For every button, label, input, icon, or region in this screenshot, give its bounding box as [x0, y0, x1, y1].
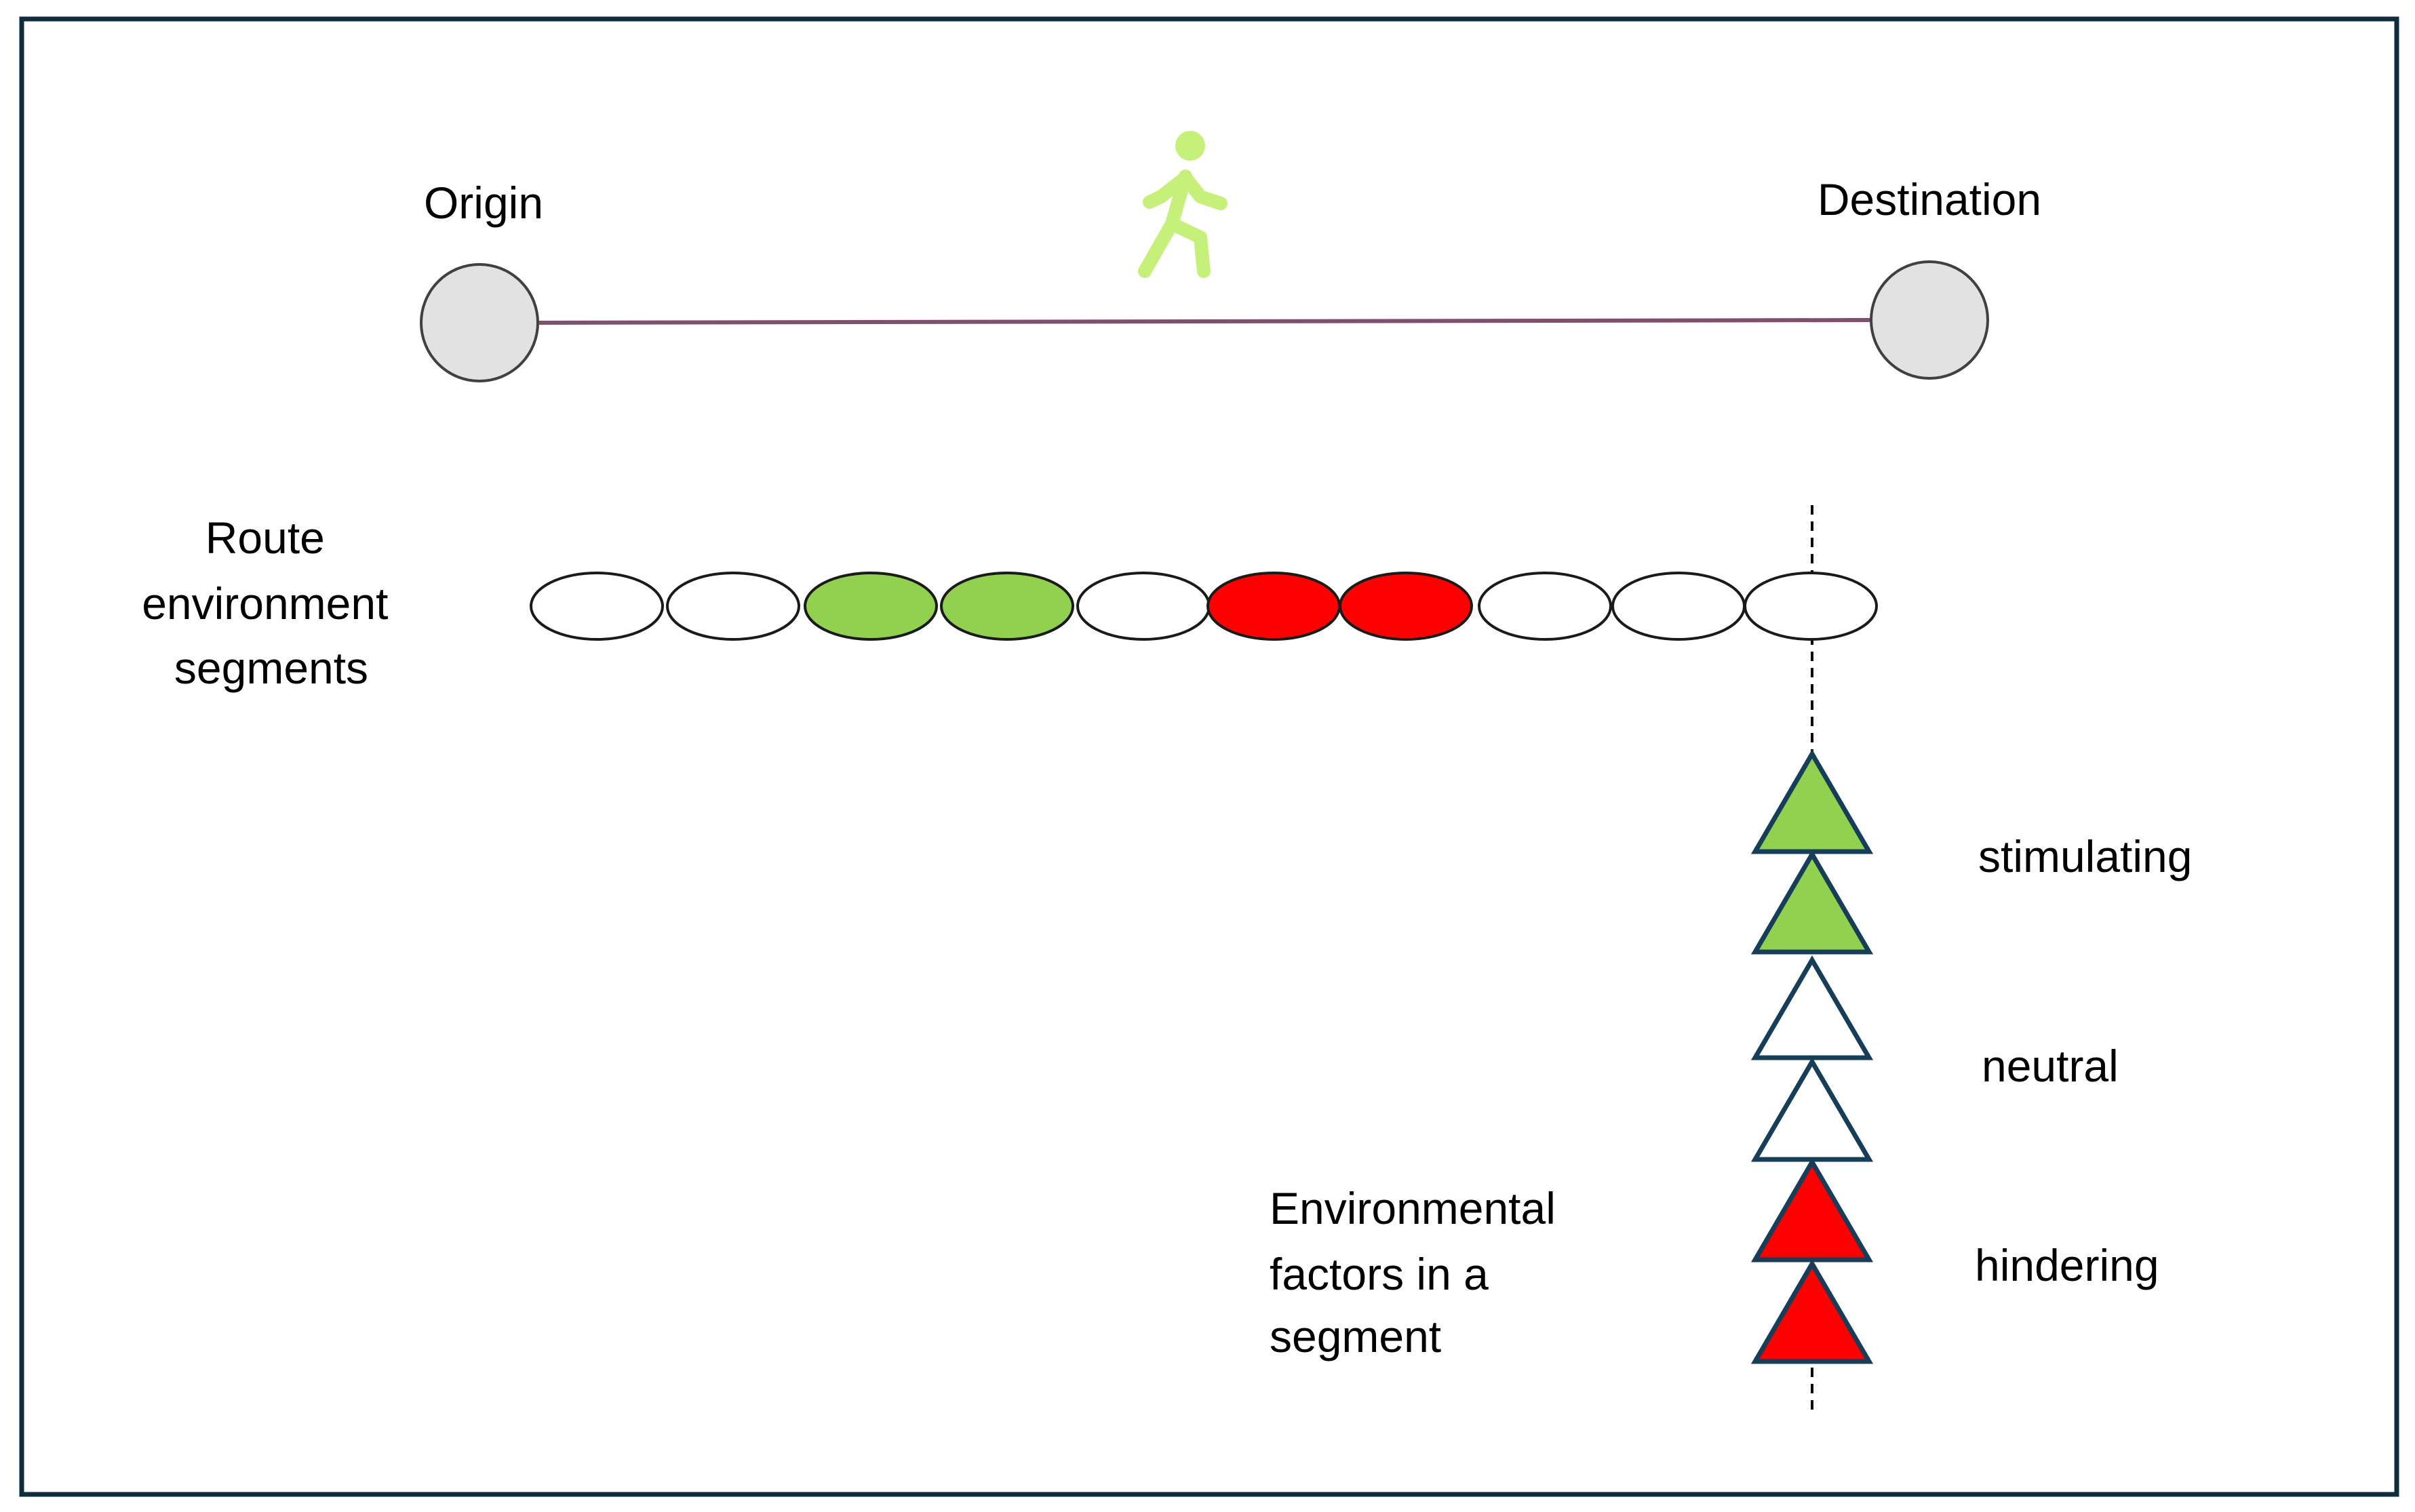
route-segment: [1339, 572, 1473, 641]
env-factors-label-line-3: segment: [1270, 1311, 1441, 1361]
origin-label: Origin: [424, 178, 543, 228]
route-segments-label-line-3: segments: [174, 643, 368, 693]
route-segment: [1478, 572, 1612, 641]
route-line: [538, 318, 1872, 325]
destination-node: [1870, 260, 1989, 380]
neutral-label: neutral: [1982, 1041, 2119, 1091]
route-segments: [530, 572, 1878, 641]
env-factors-label-line-2: factors in a: [1270, 1249, 1489, 1299]
route-segment: [1206, 572, 1341, 641]
route-segment: [1611, 572, 1746, 641]
route-segment: [666, 572, 800, 641]
route-segment: [1076, 572, 1211, 641]
route-segment: [530, 572, 664, 641]
env-factors-label: Environmental factors in a segment: [1270, 1183, 1568, 1361]
destination-label: Destination: [1818, 174, 2041, 224]
origin-node: [420, 263, 539, 382]
pedestrian-walking-icon: [1138, 131, 1228, 278]
route-segment: [804, 572, 938, 641]
route-segments-label-line-2: environment: [142, 578, 388, 629]
factor-triangle: [1750, 1259, 1874, 1364]
route-segment: [940, 572, 1074, 641]
hindering-label: hindering: [1975, 1240, 2159, 1290]
stimulating-label: stimulating: [1978, 831, 2192, 881]
route-segment: [1744, 572, 1878, 641]
env-factors-label-line-1: Environmental: [1270, 1183, 1556, 1233]
route-segments-label-line-1: Route: [205, 513, 325, 563]
route-segments-label: Route environment segments: [142, 513, 401, 693]
environmental-factors: [1750, 749, 1874, 1364]
factor-triangle: [1750, 850, 1874, 955]
